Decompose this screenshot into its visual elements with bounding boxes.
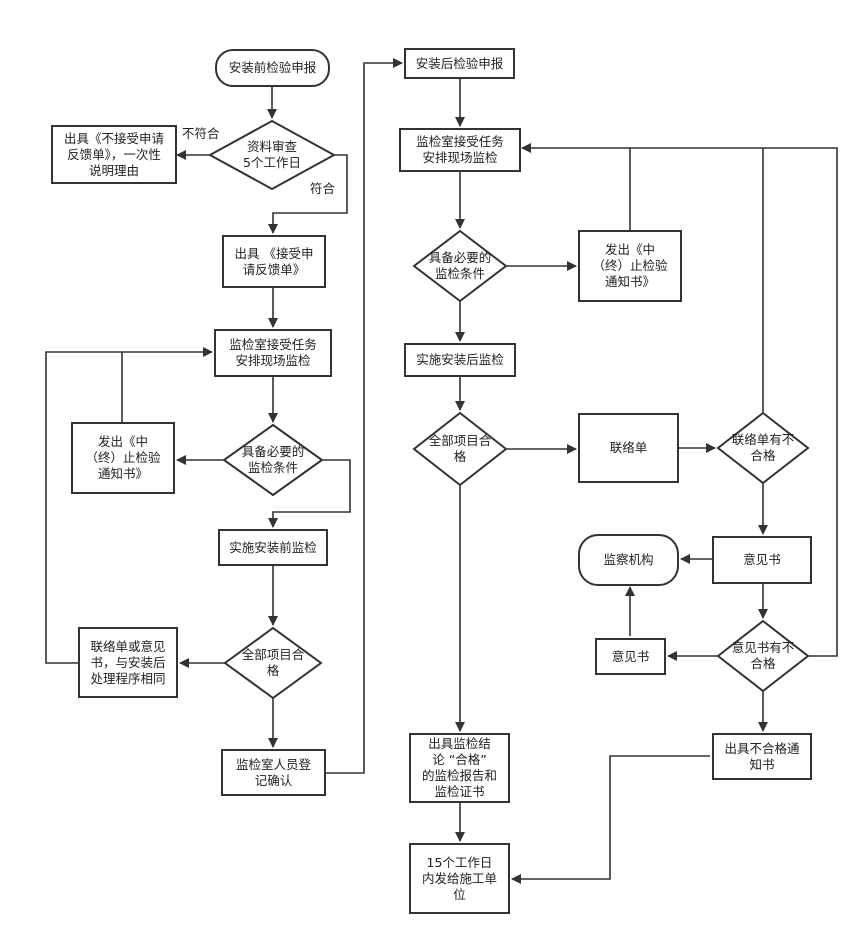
- decision-shapes: [207, 119, 810, 700]
- not-comply-label: 不符合: [182, 126, 220, 141]
- comply-label: 符合: [310, 181, 336, 196]
- post-cond-text: 具备必要的 监检条件: [428, 250, 492, 281]
- report-node: 出具监检结 论 “合格” 的监检报告和 监检证书: [409, 733, 510, 803]
- pre-cond-text: 具备必要的 监检条件: [241, 444, 305, 475]
- fail-notice-node: 出具不合格通 知书: [712, 733, 812, 780]
- opinion-fail-text: 意见书有不 合格: [731, 640, 795, 671]
- pre-reject-node: 出具《不接受申请 反馈单》，一次性 说明理由: [51, 125, 177, 184]
- pre-review-text: 资料审查 5个工作日: [243, 139, 301, 170]
- contact-sheet-node: 联络单: [578, 413, 679, 483]
- pre-all-text: 全部项目合 格: [241, 647, 305, 678]
- pre-accept-node: 出具 《接受申 请反馈单》: [222, 235, 326, 288]
- supervision-node: 监察机构: [578, 534, 679, 586]
- post-task-node: 监检室接受任务 安排现场监检: [399, 128, 521, 172]
- pre-inspect-node: 实施安装前监检: [218, 529, 328, 566]
- pre-task-node: 监检室接受任务 安排现场监检: [214, 329, 332, 377]
- pre-register-node: 监检室人员登 记确认: [221, 749, 326, 796]
- opinion-node: 意见书: [712, 536, 812, 584]
- pre-apply-node: 安装前检验申报: [215, 49, 330, 87]
- pre-contact-node: 联络单或意见 书，与安装后 处理程序相同: [78, 627, 178, 698]
- deliver-node: 15个工作日 内发给施工单 位: [409, 843, 510, 914]
- post-apply-node: 安装后检验申报: [404, 48, 515, 79]
- post-inspect-node: 实施安装后监检: [404, 343, 516, 377]
- decision-pre-cond: [222, 423, 324, 497]
- pre-stop-node: 发出《中 （终）止检验 通知书》: [71, 422, 175, 494]
- connectors: [45, 58, 838, 884]
- contact-fail-text: 联络单有不 合格: [731, 432, 795, 463]
- opinion-small-node: 意见书: [595, 638, 666, 675]
- post-all-text: 全部项目合 格: [428, 433, 492, 464]
- post-stop-node: 发出《中 （终）止检验 通知书》: [578, 230, 682, 302]
- decision-pre-review: [207, 119, 337, 191]
